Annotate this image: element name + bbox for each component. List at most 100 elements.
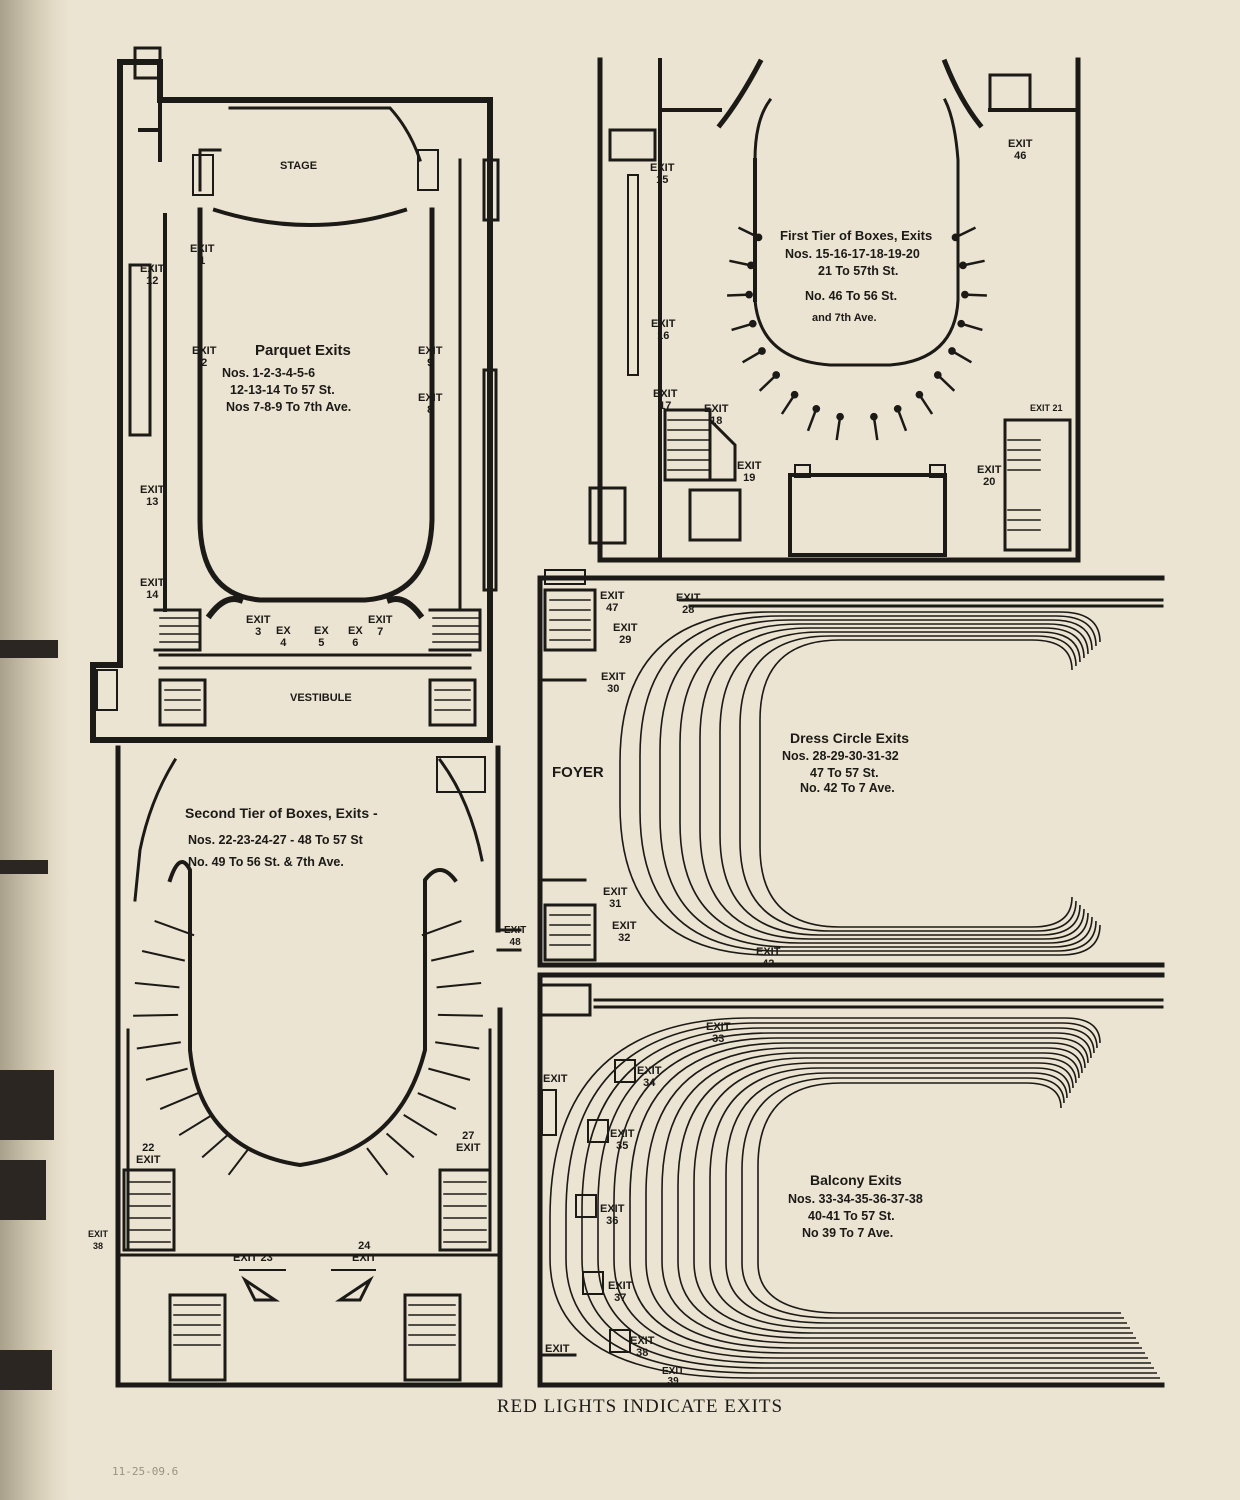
exit-number: 13 [146,496,159,508]
box-partition [154,919,195,937]
box-light [745,290,753,299]
seating-row [741,1077,1124,1319]
parquet-line-1: Nos. 1-2-3-4-5-6 [222,366,316,380]
footer-note: RED LIGHTS INDICATE EXITS [496,1396,784,1417]
box-partition [403,1114,438,1137]
exit-number: 37 [614,1292,627,1304]
box-partition [780,394,796,415]
exit-word: EXIT [543,1073,568,1085]
exit-word: EXIT [192,345,217,357]
box-partition [806,408,818,432]
first-tier-plan [588,57,1081,563]
first-tier-line-2: 21 To 57th St. [818,264,899,278]
exit-word: EXIT [977,464,1002,476]
box-partition [872,416,879,441]
exit-number: 8 [427,404,434,416]
exit-number: 3 [255,626,262,638]
seating-row [565,1022,1157,1374]
parquet-line-3: Nos 7-8-9 To 7th Ave. [226,400,352,414]
seating-row [719,631,1081,936]
exit-word: EXIT [608,1280,633,1292]
exit-number: 48 [509,937,521,948]
torn-edge [0,1070,54,1140]
exit-number: 32 [618,932,631,944]
box-partition [435,1041,480,1050]
exit-number: 29 [619,634,632,646]
handwritten-note: 11-25-09.6 [112,1465,179,1478]
seating-row [549,1017,1160,1379]
exit-number: 21 [1052,403,1063,413]
seating-row [619,611,1101,956]
exit-word: EXIT [545,1343,570,1355]
dress-circle-line-1: Nos. 28-29-30-31-32 [782,749,899,763]
seating-row [639,615,1097,952]
exit-balcony-side-bottom: EXIT [545,1343,569,1355]
exit-word: EXIT [613,622,638,634]
exit-word: EXIT [756,946,781,958]
exit-word: EX [348,625,363,637]
box-partition [159,1092,199,1111]
balcony-title: Balcony Exits [810,1172,902,1188]
seating-row [725,1072,1127,1324]
box-light [836,412,844,421]
exit-number: 36 [606,1215,619,1227]
exit-word: EXIT [650,162,675,174]
parquet-plan [90,46,500,743]
balcony-line-3: No 39 To 7 Ave. [802,1226,894,1240]
exit-balcony-side-top: EXIT [543,1073,567,1085]
seating-row [581,1027,1154,1369]
exit-number: 34 [643,1077,656,1089]
seating-row [693,1062,1133,1334]
exit-word: EXIT [600,1203,625,1215]
exit-number: 17 [659,400,672,412]
box-light [948,347,956,355]
box-partition [366,1147,389,1176]
torn-edge [0,860,48,874]
exit-number: 2 [201,357,208,369]
exit-word: EXIT [246,614,271,626]
box-light [915,390,924,399]
exit-word: EXIT [612,920,637,932]
box-partition [141,950,186,962]
first-tier-line-3: No. 46 To 56 St. [805,289,898,303]
box-partition [136,1041,181,1050]
exit-word: EXIT [601,671,626,683]
exit-number: 39 [667,1376,679,1387]
dress-circle-plan [537,569,1165,968]
box-partition [421,919,462,937]
exit-word: EXIT [140,263,165,275]
box-light [772,371,781,379]
exit-number: 22 [142,1142,155,1154]
exit-23: EXIT 23 [233,1252,273,1264]
seating-row [759,639,1073,928]
exit-number: 19 [743,472,756,484]
exit-number: 46 [1014,150,1027,162]
seating-row [659,619,1093,948]
seating-row [677,1057,1136,1339]
exit-word: EXIT [600,590,625,602]
parquet-caption: Parquet Exits [255,342,351,359]
second-tier-line-2: No. 49 To 56 St. & 7th Ave. [188,855,344,869]
exit-number: 24 [358,1240,371,1252]
dress-circle-line-3: No. 42 To 7 Ave. [800,781,895,795]
seating-row [597,1032,1151,1364]
balcony-line-2: 40-41 To 57 St. [808,1209,895,1223]
torn-edge [0,1350,52,1390]
exit-word: EXIT [233,1252,258,1264]
